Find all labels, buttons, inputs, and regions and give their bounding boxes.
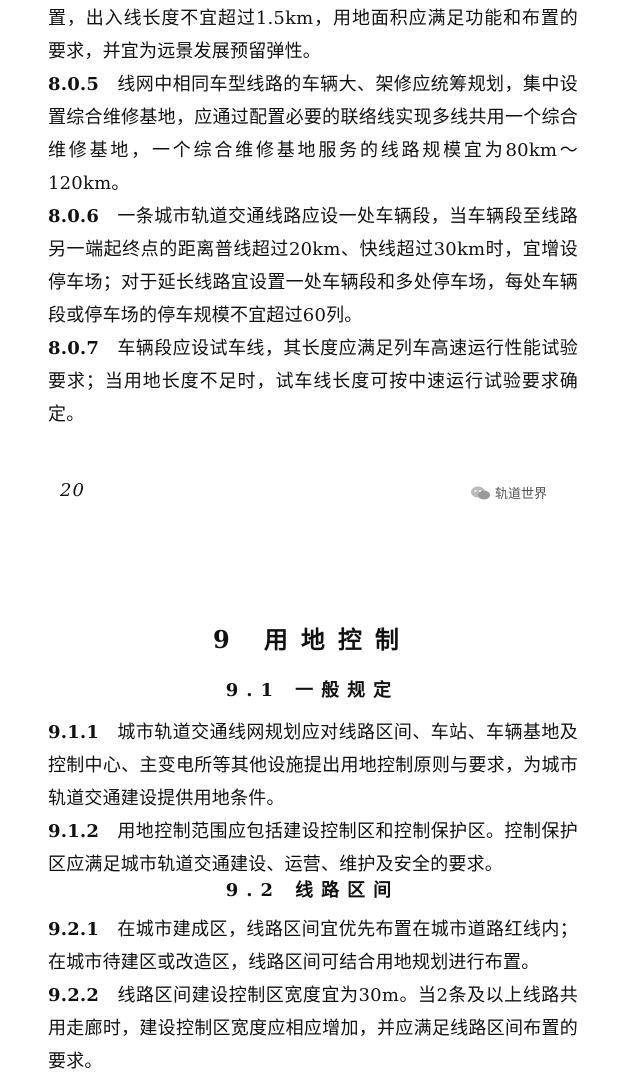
clause-number: 9.1.1 [48,722,100,743]
clause-number: 9.1.2 [48,821,100,842]
clause-number: 8.0.5 [48,74,100,95]
clause-text: 城市轨道交通线网规划应对线路区间、车站、车辆基地及控制中心、主变电所等其他设施提… [48,722,578,809]
continued-paragraph: 置，出入线长度不宜超过1.5km，用地面积应满足功能和布置的要求，并宜为远景发展… [48,2,578,68]
section-title: 9.1 一般规定 [225,680,400,701]
clause-text: 一条城市轨道交通线路应设一处车辆段，当车辆段至线路另一端起终点的距离普线超过20… [48,206,578,326]
clause-text: 线网中相同车型线路的车辆大、架修应统筹规划，集中设置综合维修基地，应通过配置必要… [48,74,578,194]
section-title: 9.2 线路区间 [225,880,400,901]
clause-text: 用地控制范围应包括建设控制区和控制保护区。控制保护区应满足城市轨道交通建设、运营… [48,821,578,875]
section-9-2-heading-wrap: 9.2 线路区间 [0,876,625,902]
clause-text: 在城市建成区，线路区间宜优先布置在城市道路红线内；在城市待建区或改造区，线路区间… [48,919,578,973]
clause-text: 线路区间建设控制区宽度宜为30m。当2条及以上线路共用走廊时，建设控制区宽度应相… [48,985,578,1072]
watermark-text: 轨道世界 [495,487,548,502]
watermark: 轨道世界 [470,483,547,502]
upper-text-block: 置，出入线长度不宜超过1.5km，用地面积应满足功能和布置的要求，并宜为远景发展… [48,2,578,431]
clause-number: 9.2.2 [48,985,100,1006]
clause-text: 车辆段应设试车线，其长度应满足列车高速运行性能试验要求；当用地长度不足时，试车线… [48,338,578,425]
wechat-icon [471,486,490,499]
clause-number: 9.2.1 [48,919,100,940]
page-number: 20 [60,480,85,501]
clause-number: 8.0.6 [48,206,100,227]
section-9-1-heading-wrap: 9.1 一般规定 [0,676,625,702]
continued-text: 置，出入线长度不宜超过1.5km，用地面积应满足功能和布置的要求，并宜为远景发展… [48,8,578,62]
chapter-title: 9 用地控制 [212,625,413,654]
clause-number: 8.0.7 [48,338,100,359]
